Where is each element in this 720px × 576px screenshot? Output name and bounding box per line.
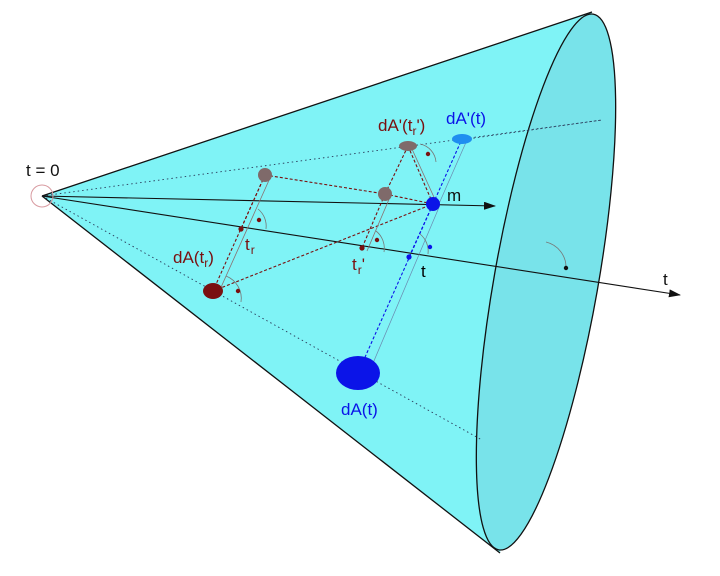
m-arrow [41,195,496,210]
label-dAp-trp-close: ') [416,116,425,135]
label-m: m [447,186,461,205]
label-dAp-trp: dA'(tr') [378,116,425,138]
retarded-construction [212,145,434,292]
label-trp-sub: r [358,263,362,277]
angle-arcs [225,143,567,303]
label-t-axis: t [663,270,668,289]
label-tr-sub: r [251,243,255,257]
current-thin-lines [367,139,468,376]
retarded-source-upper [258,168,272,182]
label-dA-t: dA(t) [341,400,378,419]
dotted-generators [41,119,603,441]
cone-surface [42,12,592,553]
label-tr-main: t [245,235,250,254]
label-dA-tr-close: ) [208,248,214,267]
tr-axis-point [238,226,244,232]
label-trp-main: t [352,255,357,274]
current-position-m [426,197,440,211]
t-axis [41,195,681,298]
area-element-dA-tr [203,283,223,299]
label-t0: t = 0 [26,161,60,180]
label-dAp-t: dA'(t) [446,109,486,128]
label-dA-tr-main: dA(t [173,248,204,267]
label-dAp-trp-sub: r [412,124,416,138]
label-dAp-trp-main: dA'(t [378,116,413,135]
cone-base [475,13,617,551]
t-axis-point [406,254,412,260]
retarded-source-mid [378,187,392,201]
apex-circle [30,184,54,208]
label-trp: tr' [352,255,365,277]
current-construction [357,138,463,374]
label-dA-tr-sub: r [204,256,208,270]
area-element-dAp-t [452,134,472,144]
trp-axis-point [359,245,365,251]
cone-upper-edge [41,11,593,197]
cone-lower-edge [41,195,501,554]
perpendicular-dots [235,151,569,294]
label-trp-prime: ' [362,255,365,274]
label-tr: tr [245,235,255,257]
retarded-tick-lines [217,148,439,295]
label-dA-tr: dA(tr) [173,248,214,270]
area-element-dAp-trp [399,141,417,151]
area-element-dA-t [336,356,380,390]
label-t-point: t [421,262,426,281]
